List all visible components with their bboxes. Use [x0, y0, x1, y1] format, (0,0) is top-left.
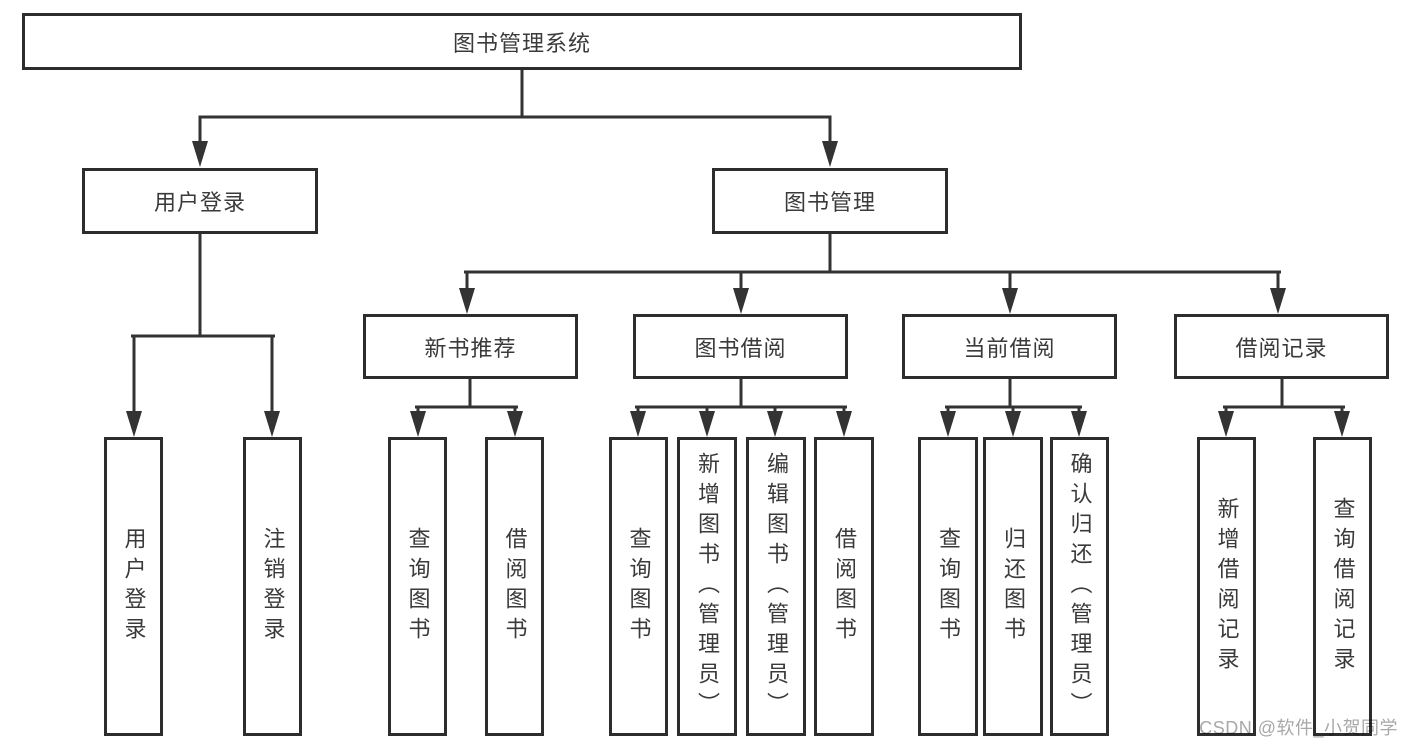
node-borrow-records: 借阅记录 [1174, 314, 1389, 379]
node-user-login: 用户登录 [82, 168, 318, 234]
leaf-label: 借阅图书 [832, 526, 857, 647]
csdn-watermark: CSDN @软件_小贺同学 [1199, 718, 1398, 738]
leaf-cb-query-books: 查询图书 [918, 437, 978, 736]
leaf-label: 查询借阅记录 [1330, 496, 1356, 677]
leaf-nb-borrow-books: 借阅图书 [485, 437, 544, 736]
leaf-bb-borrow-books: 借阅图书 [814, 437, 874, 736]
node-label: 新书推荐 [424, 335, 517, 361]
leaf-br-query-record: 查询借阅记录 [1313, 437, 1372, 736]
leaf-label: 注销登录 [260, 526, 286, 647]
node-library-system: 图书管理系统 [22, 13, 1022, 70]
leaf-label: 新增图书（管理员） [695, 451, 720, 722]
node-label: 图书管理系统 [452, 30, 591, 56]
leaf-bb-add-books-admin: 新增图书（管理员） [677, 437, 737, 736]
leaf-label: 查询图书 [936, 526, 961, 647]
node-label: 当前借阅 [963, 335, 1056, 361]
node-label: 图书管理 [783, 190, 876, 215]
leaf-label: 归还图书 [1001, 526, 1026, 647]
node-label: 用户登录 [153, 190, 246, 215]
leaf-br-add-record: 新增借阅记录 [1197, 437, 1256, 736]
leaf-label: 用户登录 [121, 526, 147, 647]
leaf-user-login: 用户登录 [104, 437, 163, 736]
leaf-label: 确认归还（管理员） [1067, 451, 1093, 722]
leaf-label: 新增借阅记录 [1214, 496, 1240, 677]
leaf-label: 查询图书 [626, 526, 652, 647]
leaf-label: 查询图书 [405, 526, 431, 647]
node-label: 图书借阅 [694, 335, 787, 361]
leaf-bb-query-books: 查询图书 [609, 437, 668, 736]
leaf-cb-confirm-return-admin: 确认归还（管理员） [1050, 437, 1109, 736]
leaf-cb-return-books: 归还图书 [983, 437, 1043, 736]
leaf-label: 编辑图书（管理员） [764, 451, 789, 722]
node-new-book-recommend: 新书推荐 [363, 314, 578, 379]
node-label: 借阅记录 [1235, 335, 1328, 361]
node-book-borrow: 图书借阅 [633, 314, 848, 379]
leaf-bb-edit-books-admin: 编辑图书（管理员） [746, 437, 806, 736]
leaf-logout: 注销登录 [243, 437, 302, 736]
node-current-borrow: 当前借阅 [902, 314, 1117, 379]
node-book-management: 图书管理 [712, 168, 948, 234]
leaf-nb-query-books: 查询图书 [388, 437, 447, 736]
leaf-label: 借阅图书 [502, 526, 528, 647]
